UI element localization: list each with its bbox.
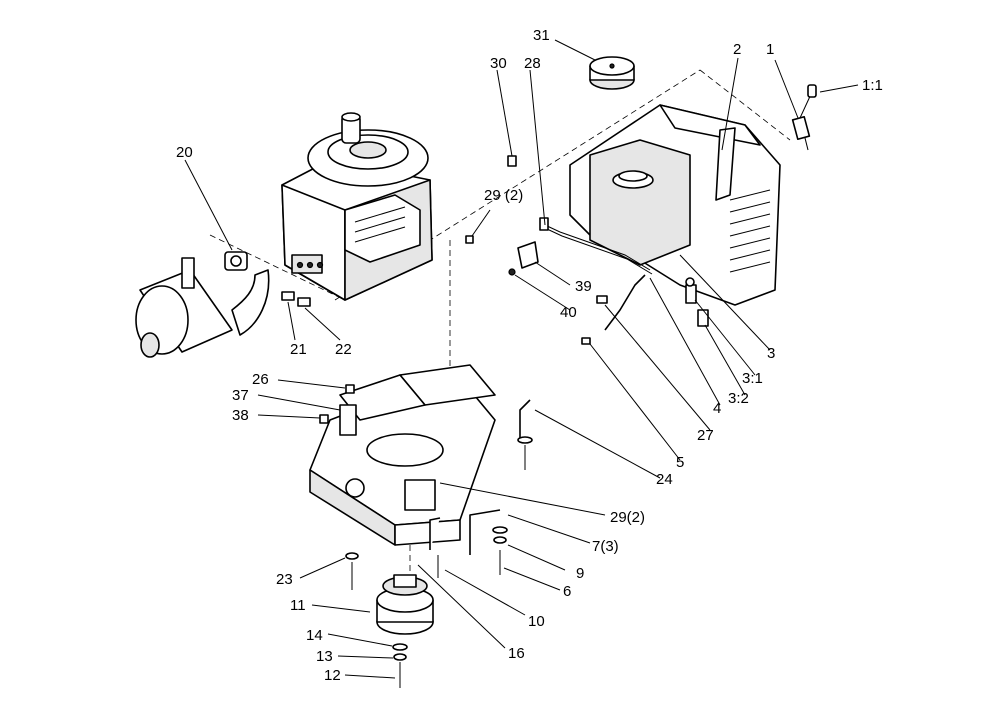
callout-40: 40 bbox=[560, 304, 577, 321]
callout-12: 12 bbox=[324, 667, 341, 684]
callout-10: 10 bbox=[528, 613, 545, 630]
pin-24 bbox=[517, 399, 533, 470]
muffler bbox=[135, 257, 270, 358]
exhaust-bolts bbox=[281, 291, 311, 307]
callout-1-1: 1:1 bbox=[862, 77, 883, 94]
bolt-26 bbox=[345, 384, 355, 394]
fuel-cap bbox=[589, 56, 635, 90]
callout-24: 24 bbox=[656, 471, 673, 488]
bracket-37 bbox=[339, 404, 357, 436]
callout-37: 37 bbox=[232, 387, 249, 404]
bolt-23 bbox=[345, 552, 359, 590]
fuel-shutoff-bracket bbox=[508, 241, 539, 276]
callout-13: 13 bbox=[316, 648, 333, 665]
callout-38: 38 bbox=[232, 407, 249, 424]
callout-1: 1 bbox=[766, 41, 774, 58]
callout-14: 14 bbox=[306, 627, 323, 644]
callout-3: 3 bbox=[767, 345, 775, 362]
callout-16: 16 bbox=[508, 645, 525, 662]
callout-7: 7(3) bbox=[592, 538, 619, 555]
nut-29 bbox=[465, 235, 474, 244]
engine bbox=[281, 112, 433, 301]
callout-9: 9 bbox=[576, 565, 584, 582]
callout-2: 2 bbox=[733, 41, 741, 58]
callout-29-b: 29(2) bbox=[610, 509, 645, 526]
callout-3-1: 3:1 bbox=[742, 370, 763, 387]
callout-6: 6 bbox=[563, 583, 571, 600]
callout-39: 39 bbox=[575, 278, 592, 295]
callout-22: 22 bbox=[335, 341, 352, 358]
callout-26: 26 bbox=[252, 371, 269, 388]
pulley-washers bbox=[392, 643, 408, 688]
pulley bbox=[376, 574, 434, 635]
callout-28: 28 bbox=[524, 55, 541, 72]
engine-mount-plate bbox=[309, 364, 496, 546]
callout-27: 27 bbox=[697, 427, 714, 444]
callout-3-2: 3:2 bbox=[728, 390, 749, 407]
tank-ribs bbox=[729, 189, 771, 273]
callout-5: 5 bbox=[676, 454, 684, 471]
exhaust-gasket bbox=[224, 251, 248, 271]
callout-21: 21 bbox=[290, 341, 307, 358]
bolt-38 bbox=[319, 414, 329, 424]
callout-29-a: 29 (2) bbox=[484, 187, 523, 204]
clamp-30 bbox=[507, 155, 517, 167]
callout-30: 30 bbox=[490, 55, 507, 72]
fuel-tank bbox=[569, 104, 781, 306]
callout-23: 23 bbox=[276, 571, 293, 588]
throttle-control bbox=[791, 84, 817, 151]
callout-11: 11 bbox=[290, 597, 306, 614]
callout-labels: 1:1 1 2 31 30 28 20 29 (2) 39 40 21 22 3… bbox=[176, 27, 883, 684]
callout-20: 20 bbox=[176, 144, 193, 161]
pin-7 bbox=[469, 509, 508, 555]
bolt-10 bbox=[429, 517, 441, 578]
callout-4: 4 bbox=[713, 400, 721, 417]
callout-31: 31 bbox=[533, 27, 550, 44]
leader-lines bbox=[184, 39, 859, 679]
